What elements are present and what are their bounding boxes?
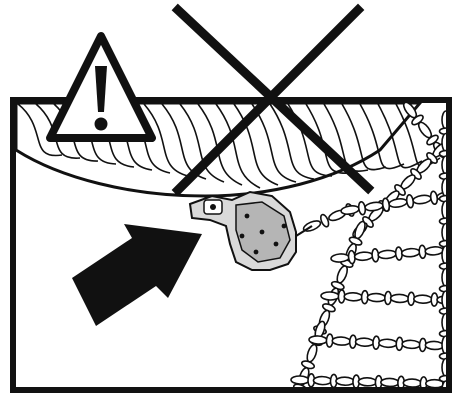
chain-link [358,378,376,386]
chain-link [390,294,408,303]
chain-link [321,292,339,301]
chain-link [355,338,373,347]
chain-link [379,339,397,348]
chain-link [425,341,443,350]
chain-link [336,377,354,385]
chain-link [414,295,432,304]
warning-triangle-icon [50,36,152,138]
chain-link [331,253,350,262]
chain-link [401,248,420,257]
chain-link [344,292,362,301]
chain-link [402,340,420,349]
chain-link [332,337,350,346]
chain-link [403,379,421,387]
chain-link [313,376,331,384]
chain-link [354,252,373,261]
chain-link [425,246,444,255]
chain-link [309,336,327,345]
chain-link [381,378,399,386]
chain-link [367,293,385,302]
chain-link [378,250,397,259]
chain-link [291,376,309,384]
